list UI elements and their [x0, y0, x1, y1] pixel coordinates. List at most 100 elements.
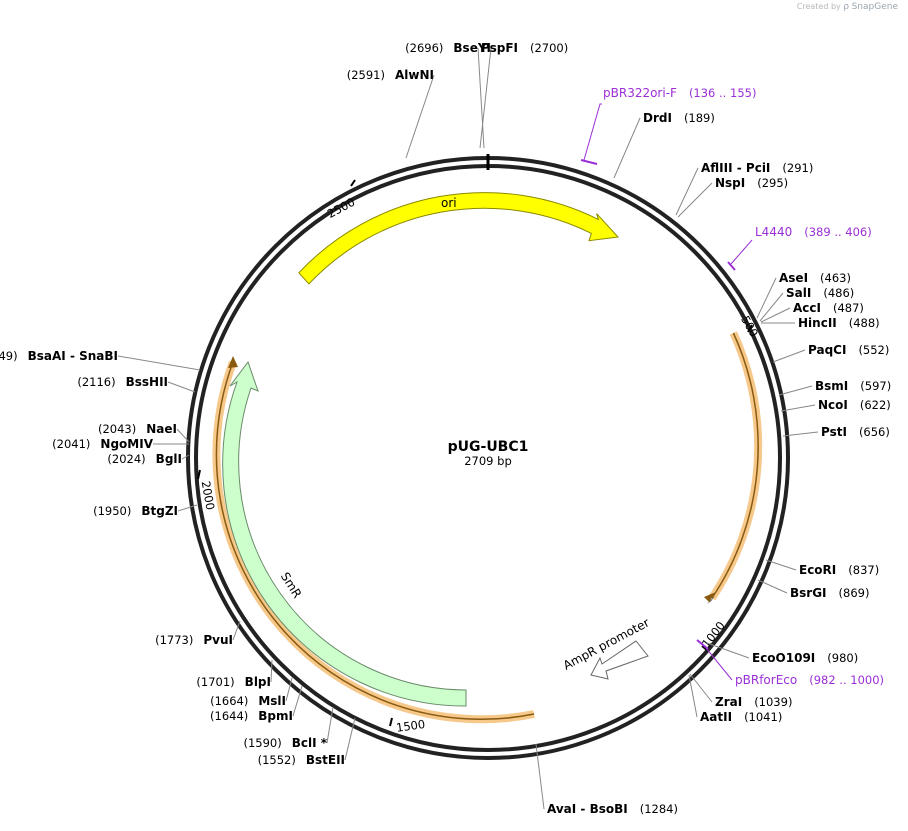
- site-pspfi[interactable]: PspFI(2700): [477, 41, 568, 149]
- ampr-promoter-feature[interactable]: [590, 640, 649, 680]
- site-position: (552): [858, 343, 889, 357]
- site-name: NspI: [715, 176, 745, 190]
- primer-name: pBRforEco: [735, 673, 797, 687]
- site-label: BsrGI(869): [790, 586, 869, 600]
- site-leader-line: [326, 706, 334, 744]
- site-name: BssHII: [126, 375, 168, 389]
- site-bsteii[interactable]: (1552)BstEII: [258, 717, 356, 767]
- site-position: (2024): [107, 452, 145, 466]
- site-leader-line: [344, 717, 356, 761]
- site-label: (1773)PvuI: [155, 633, 233, 647]
- primer-label-pbr322ori-f[interactable]: pBR322ori-F(136 .. 155): [603, 86, 756, 100]
- site-bgli[interactable]: (2024) BglI: [107, 452, 190, 466]
- primer-label-pbrforeco[interactable]: pBRforEco(982 .. 1000): [735, 673, 884, 687]
- site-label: PaqCI(552): [808, 343, 889, 357]
- site-bseyi[interactable]: (2696)BseYI: [405, 41, 492, 149]
- site-label: SalI(486): [786, 286, 854, 300]
- site-name: AflIII - PciI: [701, 161, 770, 175]
- site-alwni[interactable]: (2591)AlwNI: [347, 68, 435, 159]
- site-bsrgi[interactable]: BsrGI(869): [757, 579, 869, 600]
- site-name: BlpI: [245, 675, 271, 689]
- site-label: (1552)BstEII: [258, 753, 345, 767]
- site-pvui[interactable]: (1773)PvuI: [155, 620, 241, 647]
- credit-brand: SnapGene: [851, 2, 898, 12]
- tick-mark-1000: [701, 645, 709, 652]
- site-asei[interactable]: AseI(463): [756, 271, 851, 319]
- site-leader-line: [688, 674, 698, 718]
- site-name: BglI: [156, 452, 182, 466]
- primer-label-l4440[interactable]: L4440(389 .. 406): [755, 225, 872, 239]
- primer-pbr322ori-bar: [580, 159, 598, 165]
- site-naei[interactable]: (2043)NaeI: [98, 422, 190, 443]
- site-position: (622): [860, 398, 891, 412]
- site-sali[interactable]: SalI(486): [759, 286, 854, 322]
- site-afliii-pcii[interactable]: AflIII - PciI(291): [675, 161, 813, 216]
- site-leader-line: [232, 620, 241, 641]
- site-label: (1701)BlpI: [196, 675, 271, 689]
- site-avai-bsobi[interactable]: AvaI - BsoBI(1284): [535, 743, 678, 816]
- plasmid-name: pUG-UBC1: [448, 439, 529, 455]
- site-position: (869): [839, 586, 870, 600]
- site-psti[interactable]: PstI(656): [782, 425, 890, 439]
- plasmid-length: 2709 bp: [464, 454, 512, 468]
- snapgene-logo-icon: ⍴: [843, 2, 850, 12]
- site-name: AatII: [700, 710, 732, 724]
- site-ncoi[interactable]: NcoI(622): [780, 398, 891, 412]
- site-name: SalI: [786, 286, 811, 300]
- site-bpmi[interactable]: (1644)BpmI: [210, 685, 303, 723]
- orf-left-arc[interactable]: [212, 360, 535, 724]
- site-leader-line: [780, 404, 816, 412]
- site-position: (1644): [210, 709, 248, 723]
- site-position: (837): [848, 563, 879, 577]
- site-label: AccI(487): [793, 301, 864, 315]
- primer-group: [580, 103, 753, 681]
- site-name: BsmI: [815, 379, 848, 393]
- ori-feature[interactable]: [298, 192, 620, 285]
- site-btgzi[interactable]: (1950)BtgZI: [93, 504, 198, 518]
- site-paqci[interactable]: PaqCI(552): [772, 343, 889, 363]
- site-msli[interactable]: (1664)MslI: [210, 677, 293, 708]
- site-name: PstI: [821, 425, 847, 439]
- site-label: HincII(488): [798, 316, 880, 330]
- orf-right-arc[interactable]: [708, 331, 763, 601]
- tick-mark-500: [747, 324, 753, 333]
- site-ngomiv[interactable]: (2041)NgoMIV: [52, 437, 189, 451]
- site-leader-line: [177, 504, 198, 512]
- site-position: (1039): [754, 695, 792, 709]
- site-name: BseYI: [453, 41, 491, 55]
- tick-label-1500: 1500: [395, 717, 426, 735]
- orf-right-arrowtip: [704, 592, 716, 602]
- site-label: PspFI(2700): [481, 41, 568, 55]
- site-name: PspFI: [481, 41, 518, 55]
- site-leader-line: [677, 182, 713, 218]
- site-ecori[interactable]: EcoRI(837): [765, 559, 879, 577]
- site-label: BsmI(597): [815, 379, 891, 393]
- site-aatii[interactable]: AatII(1041): [688, 674, 782, 724]
- site-position: (295): [757, 176, 788, 190]
- site-leader-line: [292, 685, 303, 717]
- site-bsaai-snabi[interactable]: (2149)BsaAI - SnaBI: [0, 349, 201, 371]
- site-drdi[interactable]: DrdI(189): [613, 111, 715, 179]
- site-label: (2041)NgoMIV: [52, 437, 154, 451]
- site-acci[interactable]: AccI(487): [760, 301, 864, 323]
- site-name: BstEII: [306, 753, 345, 767]
- site-blpi[interactable]: (1701)BlpI: [196, 659, 273, 689]
- site-nspi[interactable]: NspI (295): [677, 176, 788, 218]
- site-label: NcoI(622): [818, 398, 891, 412]
- site-ecoo109i[interactable]: EcoO109I(980): [706, 642, 858, 665]
- site-bcli-[interactable]: (1590)BclI *: [243, 706, 334, 750]
- site-name: PvuI: [203, 633, 233, 647]
- site-label: (2149)BsaAI - SnaBI: [0, 349, 118, 363]
- site-leader-line: [757, 579, 788, 594]
- site-zrai[interactable]: ZraI(1039): [689, 673, 792, 709]
- site-leader-line: [772, 349, 806, 363]
- site-bsshii[interactable]: (2116)BssHII: [77, 375, 196, 393]
- site-hincii[interactable]: HincII(488): [761, 316, 880, 330]
- smr-feature[interactable]: [222, 360, 467, 707]
- site-label: AflIII - PciI(291): [701, 161, 813, 175]
- site-bsmi[interactable]: BsmI(597): [778, 379, 891, 396]
- site-label: (1950)BtgZI: [93, 504, 178, 518]
- site-name: NaeI: [146, 422, 177, 436]
